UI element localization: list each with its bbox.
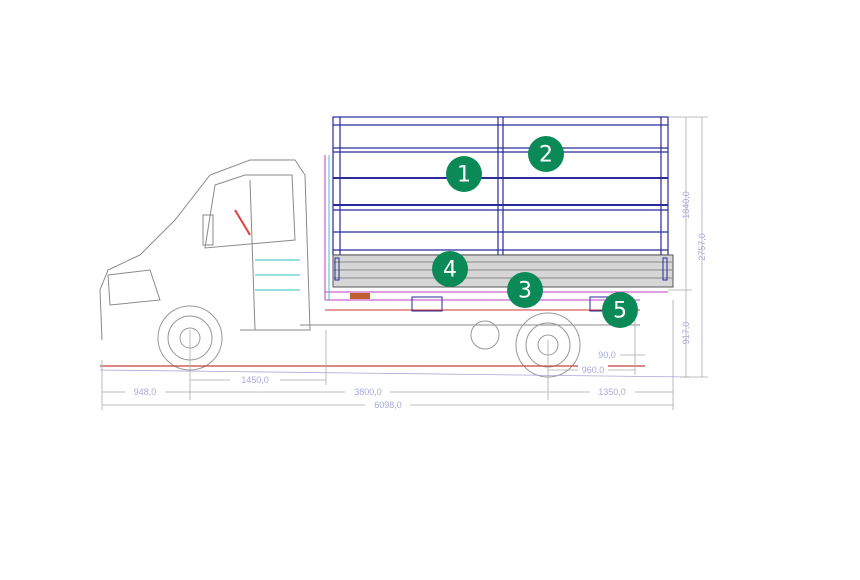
marker-1[interactable]: 1 <box>446 156 482 192</box>
dim-front-overhang: 948,0 <box>134 387 157 397</box>
marker-5[interactable]: 5 <box>602 292 638 328</box>
marker-3[interactable]: 3 <box>507 272 543 308</box>
svg-text:4: 4 <box>443 258 457 283</box>
svg-text:1: 1 <box>457 163 471 188</box>
side-board <box>332 254 674 288</box>
svg-text:5: 5 <box>613 299 627 324</box>
marker-2[interactable]: 2 <box>528 136 564 172</box>
dim-overall-length: 6098,0 <box>374 400 402 410</box>
dim-rear-overhang: 1350,0 <box>598 387 626 397</box>
rear-wheel <box>470 312 581 378</box>
cab <box>99 159 311 341</box>
dim-cab-to-body: 1450,0 <box>241 375 269 385</box>
svg-text:2: 2 <box>539 143 553 168</box>
marker-4[interactable]: 4 <box>432 251 468 287</box>
dim-wheelbase: 3800,0 <box>354 387 382 397</box>
dimension-labels: 1450,0 948,0 3800,0 1350,0 6098,0 90,0 9… <box>125 191 707 410</box>
chassis <box>300 155 668 326</box>
dim-rear-offset: 960,0 <box>582 365 605 375</box>
dim-floor-height: 917,0 <box>681 322 691 345</box>
svg-text:3: 3 <box>518 279 532 304</box>
dim-rear-offset-small: 90,0 <box>598 350 616 360</box>
dimension-lines <box>101 116 708 410</box>
dim-overall-height: 2757,0 <box>697 233 707 261</box>
cargo-cage <box>332 116 669 256</box>
dim-body-height: 1840,0 <box>681 191 691 219</box>
